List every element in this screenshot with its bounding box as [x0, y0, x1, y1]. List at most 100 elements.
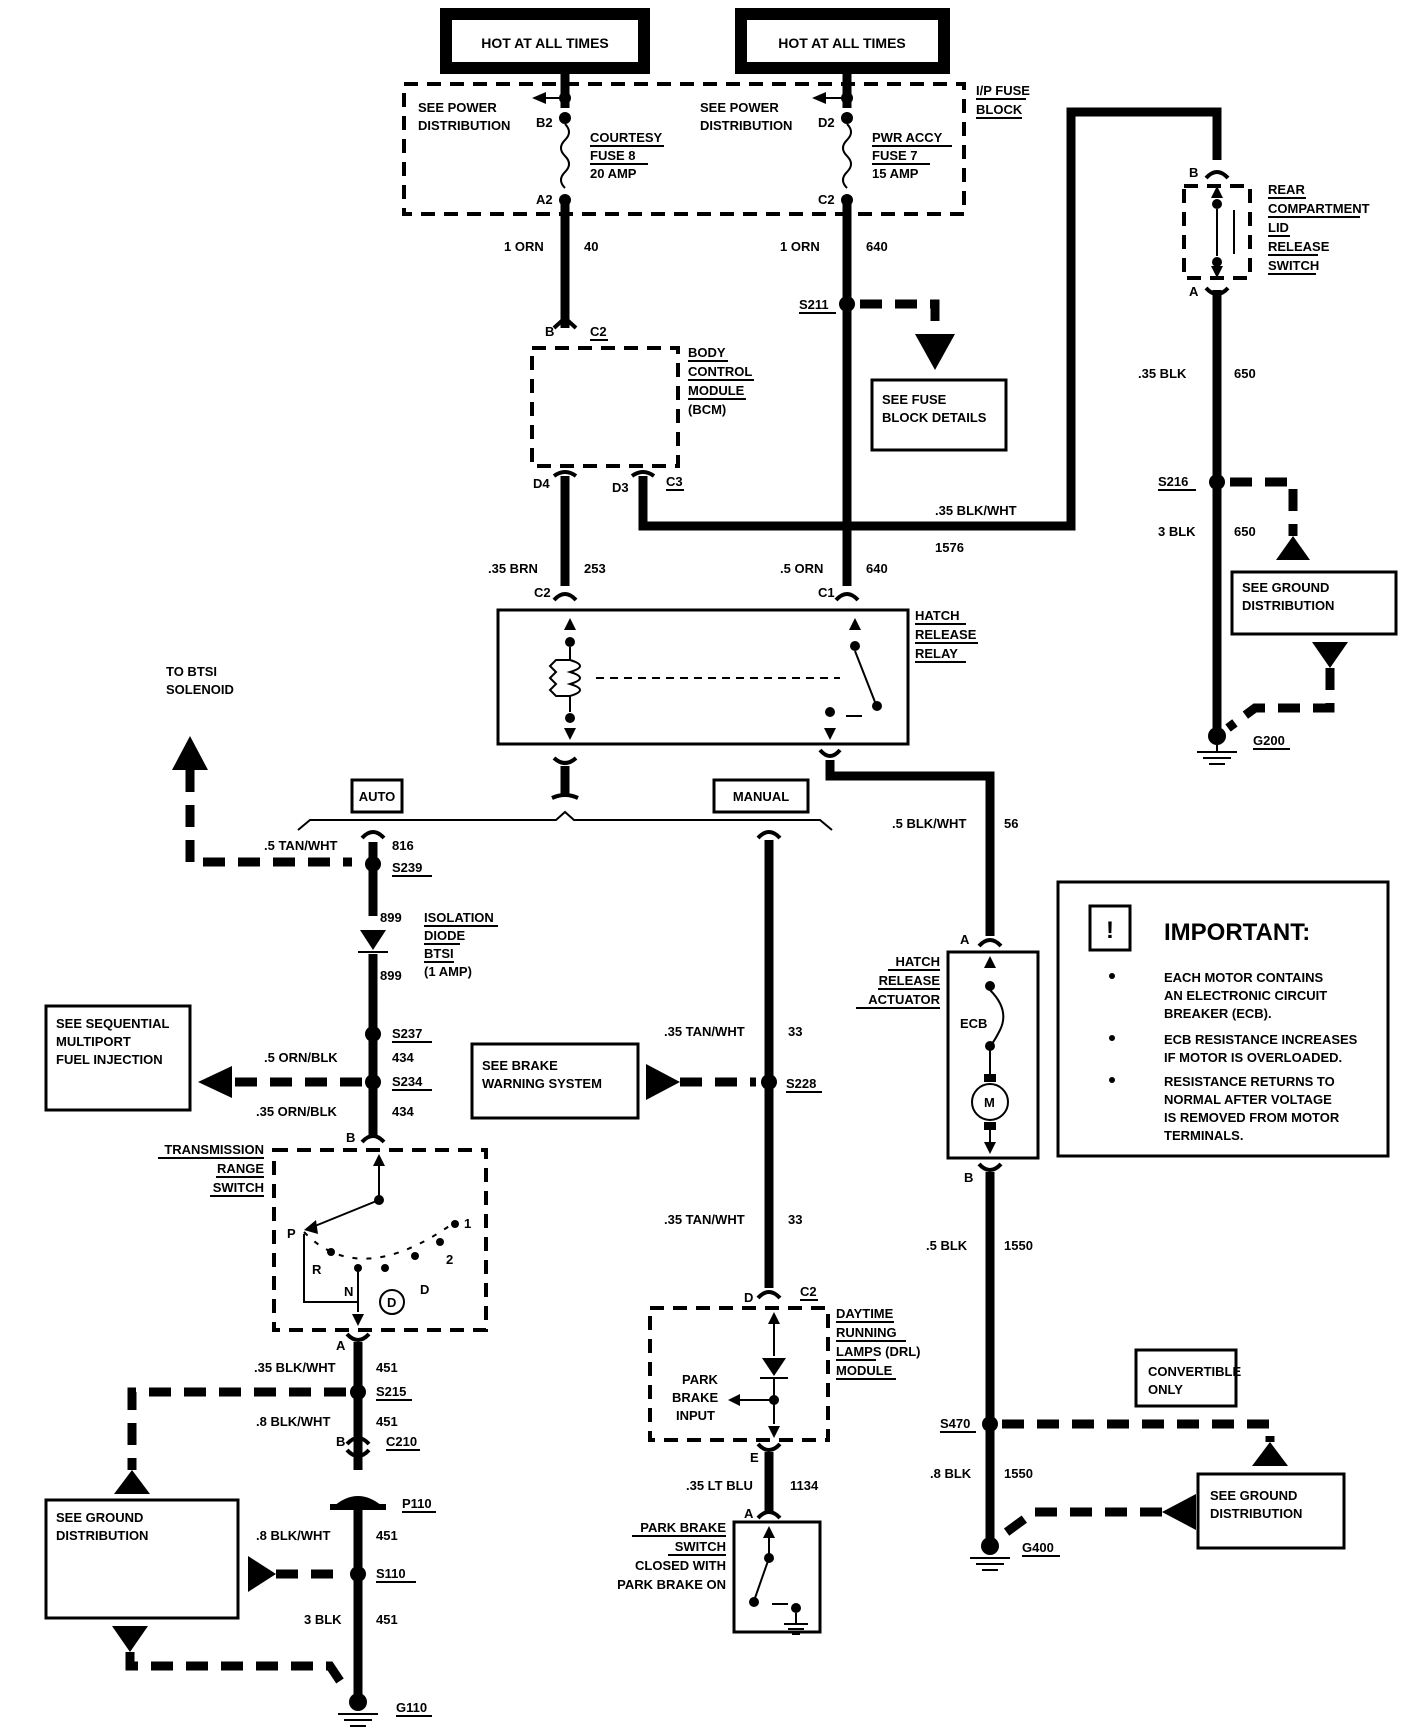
svg-text:56: 56 [1004, 816, 1018, 831]
svg-text:SEE GROUND: SEE GROUND [1210, 1488, 1297, 1503]
wire-56 [825, 760, 995, 936]
svg-text:A: A [336, 1338, 346, 1353]
svg-text:PARK BRAKE ON: PARK BRAKE ON [617, 1577, 726, 1592]
svg-text:640: 640 [866, 561, 888, 576]
svg-text:DISTRIBUTION: DISTRIBUTION [418, 118, 510, 133]
svg-text:S228: S228 [786, 1076, 816, 1091]
svg-text:G400: G400 [1022, 1540, 1054, 1555]
svg-text:B2: B2 [536, 115, 553, 130]
svg-text:.8 BLK: .8 BLK [930, 1466, 972, 1481]
svg-text:D2: D2 [818, 115, 835, 130]
svg-text:S215: S215 [376, 1384, 406, 1399]
svg-text:G200: G200 [1253, 733, 1285, 748]
svg-text:REAR: REAR [1268, 182, 1305, 197]
svg-text:SEE FUSE: SEE FUSE [882, 392, 947, 407]
svg-text:PWR ACCY: PWR ACCY [872, 130, 943, 145]
svg-text:D: D [387, 1295, 396, 1310]
svg-text:BODY: BODY [688, 345, 726, 360]
svg-text:20 AMP: 20 AMP [590, 166, 637, 181]
svg-text:C210: C210 [386, 1434, 417, 1449]
svg-text:BREAKER (ECB).: BREAKER (ECB). [1164, 1006, 1272, 1021]
svg-text:A: A [960, 932, 970, 947]
svg-text:2: 2 [446, 1252, 453, 1267]
svg-text:DISTRIBUTION: DISTRIBUTION [700, 118, 792, 133]
svg-text:SWITCH: SWITCH [1268, 258, 1319, 273]
svg-text:1576: 1576 [935, 540, 964, 555]
splice-s215 [350, 1384, 366, 1400]
svg-text:LID: LID [1268, 220, 1289, 235]
svg-text:640: 640 [866, 239, 888, 254]
svg-text:.35 LT BLU: .35 LT BLU [686, 1478, 753, 1493]
svg-text:EACH MOTOR CONTAINS: EACH MOTOR CONTAINS [1164, 970, 1323, 985]
svg-text:ISOLATION: ISOLATION [424, 910, 494, 925]
svg-text:B: B [545, 324, 554, 339]
svg-text:ACTUATOR: ACTUATOR [868, 992, 940, 1007]
svg-text:AUTO: AUTO [359, 789, 396, 804]
rear-compartment-lid-release-switch: B A REAR COMPARTMENT LID RELEASE SWITCH [1182, 165, 1370, 299]
svg-text:C2: C2 [800, 1284, 817, 1299]
svg-text:3 BLK: 3 BLK [304, 1612, 342, 1627]
see-sequential-multiport-fuel-injection [44, 1004, 192, 1112]
svg-text:1 ORN: 1 ORN [780, 239, 820, 254]
svg-text:R: R [312, 1262, 322, 1277]
svg-text:BLOCK: BLOCK [976, 102, 1023, 117]
svg-text:451: 451 [376, 1528, 398, 1543]
svg-text:.5 BLK: .5 BLK [926, 1238, 968, 1253]
svg-text:SEE BRAKE: SEE BRAKE [482, 1058, 558, 1073]
svg-text:SEE GROUND: SEE GROUND [56, 1510, 143, 1525]
svg-text:40: 40 [584, 239, 598, 254]
svg-text:C1: C1 [818, 585, 835, 600]
svg-text:FUEL INJECTION: FUEL INJECTION [56, 1052, 163, 1067]
splice-s110 [350, 1566, 366, 1582]
svg-text:HOT AT ALL TIMES: HOT AT ALL TIMES [481, 35, 609, 51]
splice-s234 [365, 1074, 381, 1090]
svg-text:15 AMP: 15 AMP [872, 166, 919, 181]
svg-text:A: A [744, 1506, 754, 1521]
svg-text:.35 BLK/WHT: .35 BLK/WHT [254, 1360, 336, 1375]
svg-text:.5 TAN/WHT: .5 TAN/WHT [264, 838, 337, 853]
svg-text:1550: 1550 [1004, 1238, 1033, 1253]
svg-text:BLOCK DETAILS: BLOCK DETAILS [882, 410, 987, 425]
svg-text:HOT AT ALL TIMES: HOT AT ALL TIMES [778, 35, 906, 51]
svg-text:(1 AMP): (1 AMP) [424, 964, 472, 979]
svg-text:N: N [344, 1284, 353, 1299]
svg-text:SWITCH: SWITCH [675, 1539, 726, 1554]
svg-text:S239: S239 [392, 860, 422, 875]
svg-text:SOLENOID: SOLENOID [166, 682, 234, 697]
svg-text:TERMINALS.: TERMINALS. [1164, 1128, 1243, 1143]
svg-text:650: 650 [1234, 524, 1256, 539]
warning-icon: ! [1106, 917, 1114, 944]
transmission-range-switch: P R N D D 2 1 TRANSMISSION RANGE SWITCH [158, 1142, 488, 1332]
svg-text:.35 BLK/WHT: .35 BLK/WHT [935, 503, 1017, 518]
svg-text:P: P [287, 1226, 296, 1241]
svg-text:33: 33 [788, 1212, 802, 1227]
isolation-diode: ISOLATION DIODE BTSI (1 AMP) [358, 910, 498, 979]
svg-text:451: 451 [376, 1360, 398, 1375]
svg-text:1 ORN: 1 ORN [504, 239, 544, 254]
svg-text:LAMPS (DRL): LAMPS (DRL) [836, 1344, 921, 1359]
svg-text:BTSI: BTSI [424, 946, 454, 961]
svg-text:BRAKE: BRAKE [672, 1390, 719, 1405]
svg-text:PARK: PARK [682, 1372, 718, 1387]
auto-label [350, 778, 404, 814]
svg-text:IS REMOVED FROM MOTOR: IS REMOVED FROM MOTOR [1164, 1110, 1340, 1125]
svg-text:C3: C3 [666, 474, 683, 489]
svg-text:.5 BLK/WHT: .5 BLK/WHT [892, 816, 966, 831]
svg-text:RESISTANCE RETURNS TO: RESISTANCE RETURNS TO [1164, 1074, 1335, 1089]
svg-text:RELEASE: RELEASE [879, 973, 941, 988]
splice-s228 [761, 1074, 777, 1090]
svg-text:253: 253 [584, 561, 606, 576]
svg-text:B: B [346, 1130, 355, 1145]
svg-text:A2: A2 [536, 192, 553, 207]
svg-text:SEE POWER: SEE POWER [418, 100, 497, 115]
svg-text:TRANSMISSION: TRANSMISSION [164, 1142, 264, 1157]
svg-text:816: 816 [392, 838, 414, 853]
svg-text:899: 899 [380, 968, 402, 983]
splice-s216 [1209, 474, 1225, 490]
svg-text:434: 434 [392, 1050, 414, 1065]
svg-text:CONVERTIBLE: CONVERTIBLE [1148, 1364, 1242, 1379]
svg-text:434: 434 [392, 1104, 414, 1119]
svg-text:HATCH: HATCH [895, 954, 940, 969]
svg-text:DISTRIBUTION: DISTRIBUTION [1210, 1506, 1302, 1521]
